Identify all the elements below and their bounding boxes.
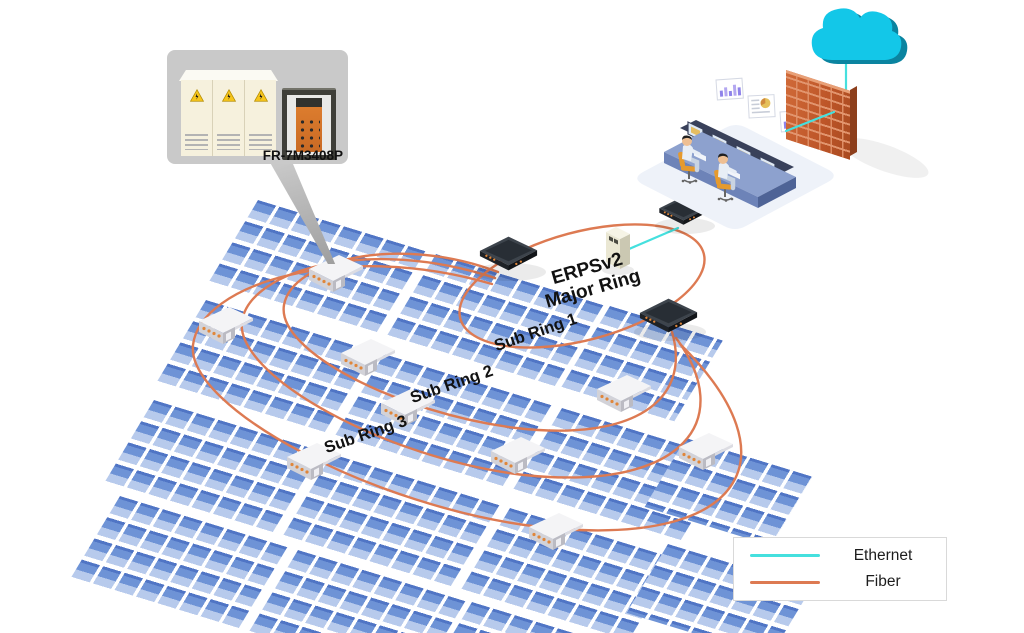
cabinet-door xyxy=(245,80,276,156)
cabinet-door xyxy=(213,80,244,156)
cloud-icon xyxy=(811,8,908,64)
operator xyxy=(678,135,701,184)
cabinet-vents xyxy=(248,134,273,150)
cabinet-vents xyxy=(184,134,209,150)
cabinet-top-face xyxy=(179,70,278,81)
fiber-line-swatch xyxy=(750,580,820,584)
ethernet-server-to-switch xyxy=(620,226,680,254)
cabinet-front-face xyxy=(181,80,276,156)
ethernet-line-swatch xyxy=(750,554,820,558)
legend-row-ethernet: Ethernet xyxy=(734,547,946,565)
device-callout: FR-7M3408P xyxy=(167,50,348,164)
ethernet-firewall-to-screens xyxy=(784,110,836,133)
control-room-illustration xyxy=(637,77,834,229)
cabinet-vents xyxy=(216,134,241,150)
legend-row-fiber: Fiber xyxy=(734,573,946,591)
operator xyxy=(714,153,737,202)
legend-fiber-label: Fiber xyxy=(865,573,901,591)
sub-ring-1-fiber-path xyxy=(282,252,678,432)
legend: Ethernet Fiber xyxy=(733,537,947,601)
cabinet-door xyxy=(181,80,212,156)
warning-triangle-icon xyxy=(221,89,236,102)
callout-device-label: FR-7M3408P xyxy=(262,148,343,163)
industrial-switch-illustration xyxy=(282,88,336,160)
major-ring-fiber-path xyxy=(458,223,706,349)
warning-triangle-icon xyxy=(253,89,268,102)
din-rail-switch-icon xyxy=(296,98,322,152)
warning-triangle-icon xyxy=(189,89,204,102)
server-tower-icon xyxy=(606,227,630,269)
legend-ethernet-label: Ethernet xyxy=(853,546,913,564)
cabinet-illustration xyxy=(179,70,278,156)
